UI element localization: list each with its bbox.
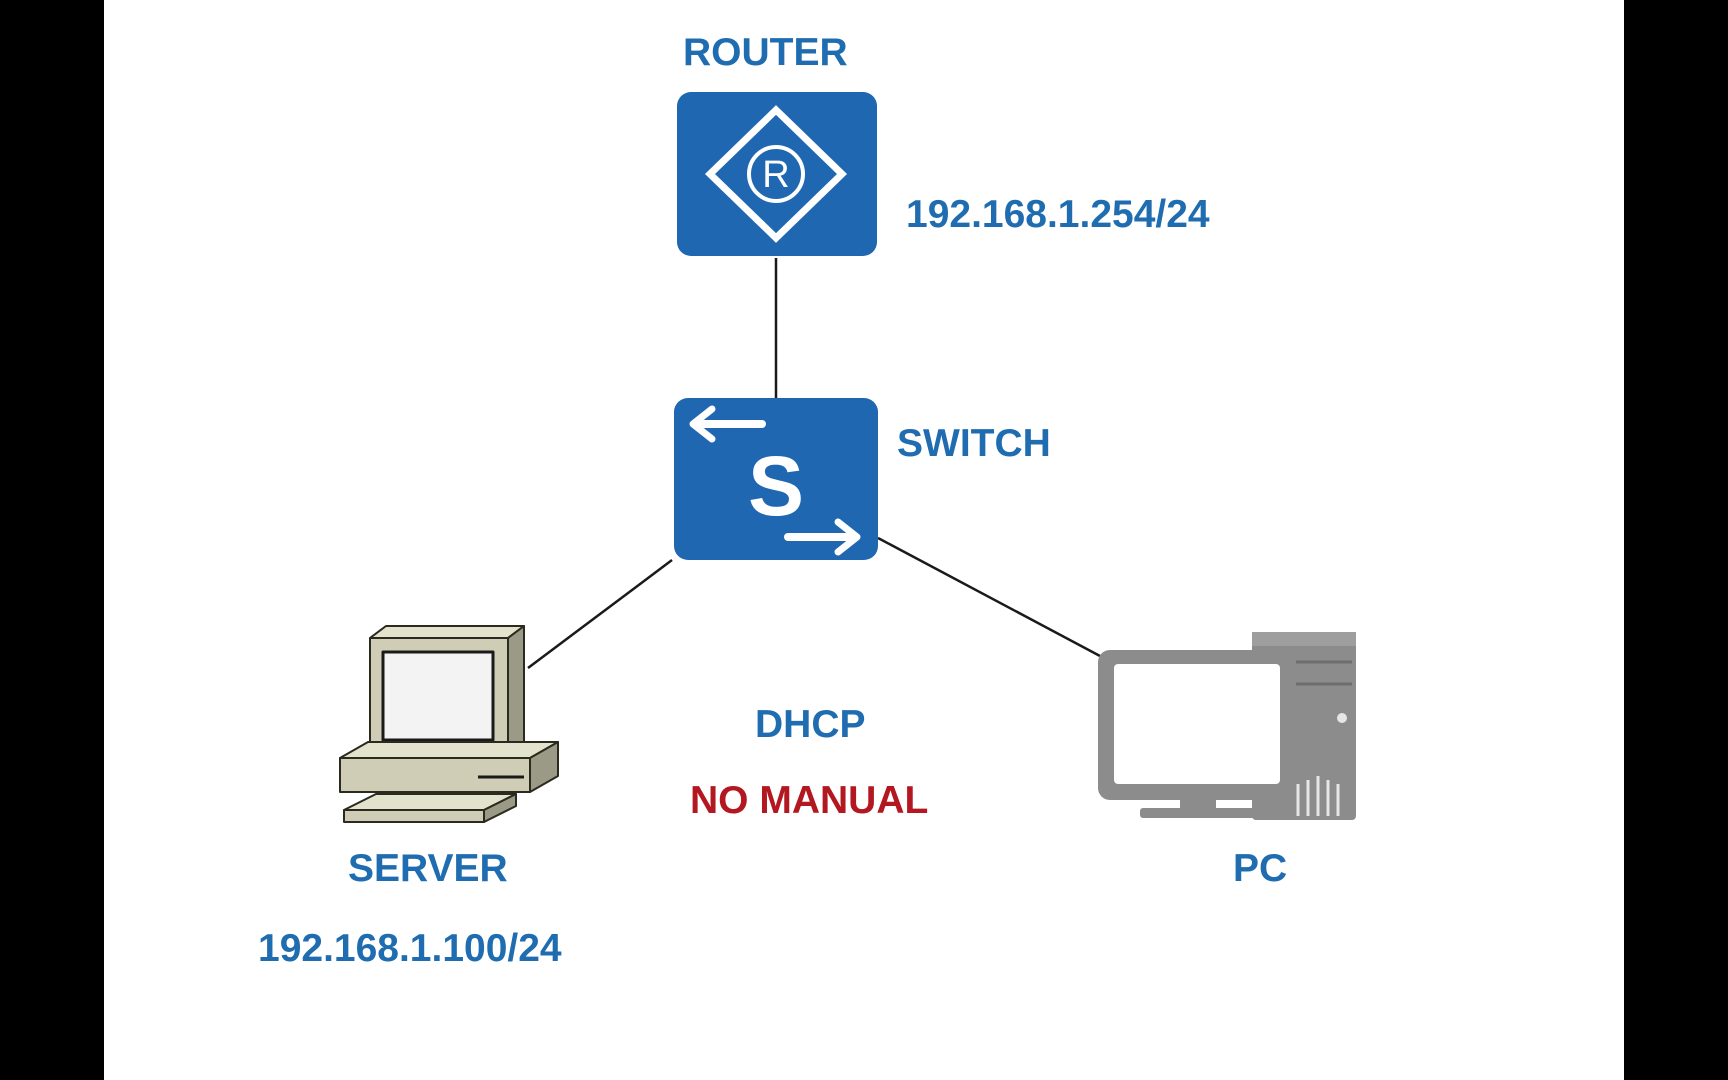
pc-label: PC bbox=[1233, 847, 1288, 890]
router-ip-label: 192.168.1.254/24 bbox=[906, 193, 1210, 236]
link-switch-server bbox=[527, 559, 673, 669]
dhcp-label: DHCP bbox=[755, 703, 866, 746]
router-letter: R bbox=[762, 154, 789, 196]
switch-icon[interactable]: S bbox=[674, 398, 878, 560]
server-ip-label: 192.168.1.100/24 bbox=[258, 927, 562, 970]
router-label: ROUTER bbox=[683, 31, 848, 74]
link-switch-pc bbox=[877, 536, 1101, 658]
pc-icon[interactable] bbox=[1098, 632, 1356, 820]
server-icon[interactable] bbox=[339, 625, 559, 823]
switch-label: SWITCH bbox=[897, 422, 1051, 465]
server-label: SERVER bbox=[348, 847, 508, 890]
router-icon[interactable]: R bbox=[677, 92, 877, 256]
no-manual-label: NO MANUAL bbox=[690, 779, 929, 822]
switch-letter: S bbox=[748, 439, 804, 533]
